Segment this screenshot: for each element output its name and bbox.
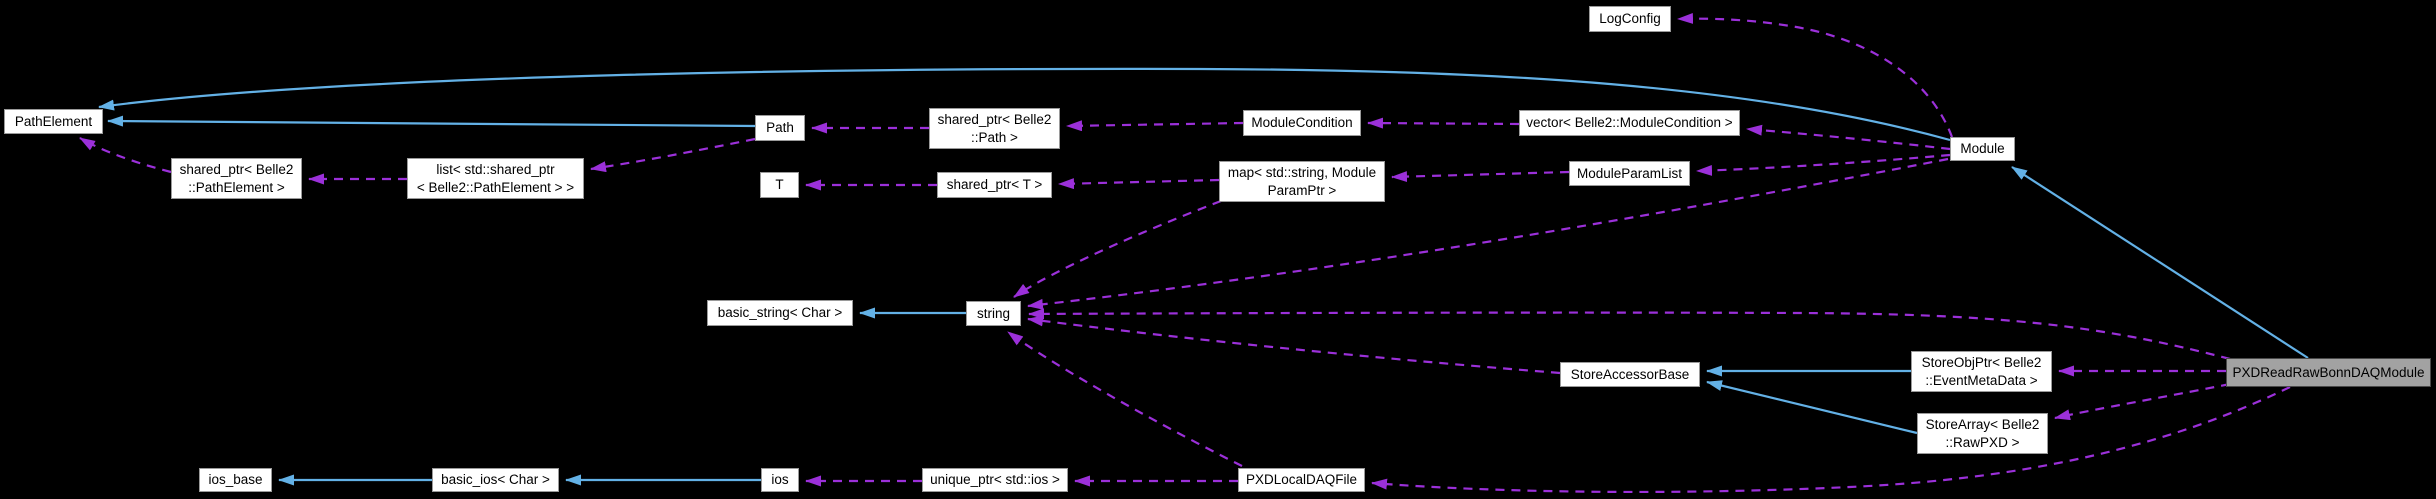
node-storearray[interactable]: StoreArray< Belle2::RawPXD > xyxy=(1917,413,2048,454)
node-label-line: ModuleParamList xyxy=(1576,165,1683,181)
node-label-line: StoreObjPtr< Belle2 xyxy=(1921,354,2042,370)
edge-module-to-string xyxy=(1027,157,1949,310)
node-modulecondition[interactable]: ModuleCondition xyxy=(1243,110,1361,136)
node-pxdreadraw[interactable]: PXDReadRawBonnDAQModule xyxy=(2226,358,2431,387)
node-label-line: vector< Belle2::ModuleCondition > xyxy=(1526,115,1733,130)
edge-moduleparamlist-to-map-param xyxy=(1391,170,1570,183)
node-label-line: T xyxy=(775,177,784,192)
edge-map-param-to-sp-t xyxy=(1058,178,1220,190)
node-vector-mc[interactable]: vector< Belle2::ModuleCondition > xyxy=(1519,110,1740,136)
node-basic-string[interactable]: basic_string< Char > xyxy=(707,300,853,326)
node-label-line: PXDLocalDAQFile xyxy=(1245,472,1358,487)
node-label-line: ParamPtr > xyxy=(1267,182,1337,198)
node-string[interactable]: string xyxy=(966,301,1021,326)
edge-pxdreadraw-to-string xyxy=(1028,308,2231,361)
edge-storeaccessorbase-to-string xyxy=(1027,315,1561,375)
node-label-line: < Belle2::PathElement > > xyxy=(416,179,575,195)
edge-path-to-list-sp-pathelement xyxy=(590,137,756,173)
node-label-line: ios_base xyxy=(208,472,263,487)
edge-storearray-to-storeaccessorbase xyxy=(1706,380,1918,435)
node-logconfig[interactable]: LogConfig xyxy=(1589,6,1671,32)
node-label-line: shared_ptr< T > xyxy=(946,177,1043,192)
edge-module-to-vector-mc xyxy=(1746,124,1951,151)
edge-modulecondition-to-sp-path xyxy=(1066,120,1244,132)
node-label-line: Module xyxy=(1960,141,2005,156)
node-label-line: basic_string< Char > xyxy=(717,305,843,320)
edge-map-param-to-string xyxy=(1013,199,1222,298)
node-sp-pathelement[interactable]: shared_ptr< Belle2::PathElement > xyxy=(171,158,302,199)
edge-vector-mc-to-modulecondition xyxy=(1367,117,1520,129)
node-basic-ios[interactable]: basic_ios< Char > xyxy=(432,468,559,492)
edge-sp-pathelement-to-pathelement xyxy=(79,137,172,174)
node-path[interactable]: Path xyxy=(755,115,805,141)
node-label-line: list< std::shared_ptr xyxy=(436,161,555,177)
node-label-line: PathElement xyxy=(14,113,93,129)
node-label-line: Path xyxy=(766,120,794,135)
node-label-line: StoreArray< Belle2 xyxy=(1925,416,2040,432)
node-sp-path[interactable]: shared_ptr< Belle2::Path > xyxy=(929,108,1060,149)
node-label-line: LogConfig xyxy=(1599,11,1661,26)
node-label-line: unique_ptr< std::ios > xyxy=(930,472,1060,487)
edge-module-to-moduleparamlist xyxy=(1696,153,1951,176)
node-module[interactable]: Module xyxy=(1950,137,2015,161)
node-label-line: ::RawPXD > xyxy=(1945,434,2020,450)
node-label-line: string xyxy=(976,305,1010,321)
node-pathelement[interactable]: PathElement xyxy=(4,109,103,134)
edge-pxdreadraw-to-module xyxy=(2011,166,2309,359)
edge-pxdreadraw-to-pxdlocaldaqfile xyxy=(1371,386,2291,494)
node-label-line: ::EventMetaData > xyxy=(1925,372,2038,388)
edge-module-to-pathelement xyxy=(98,67,1951,142)
node-label-line: shared_ptr< Belle2 xyxy=(179,161,294,177)
node-label-line: ::PathElement > xyxy=(188,179,285,195)
node-storeaccessorbase[interactable]: StoreAccessorBase xyxy=(1560,362,1700,387)
node-ios-base[interactable]: ios_base xyxy=(199,468,272,492)
node-label-line: shared_ptr< Belle2 xyxy=(937,111,1052,127)
node-label-line: ios xyxy=(771,472,789,487)
node-ios[interactable]: ios xyxy=(761,468,799,492)
node-list-sp-pathelement[interactable]: list< std::shared_ptr< Belle2::PathEleme… xyxy=(407,158,584,199)
edge-pxdreadraw-to-storearray xyxy=(2054,382,2231,421)
node-storeobjptr[interactable]: StoreObjPtr< Belle2::EventMetaData > xyxy=(1911,351,2052,392)
node-unique-ptr-ios[interactable]: unique_ptr< std::ios > xyxy=(922,468,1068,492)
node-label-line: basic_ios< Char > xyxy=(441,472,550,487)
node-label-line: ModuleCondition xyxy=(1251,115,1353,130)
node-t[interactable]: T xyxy=(760,172,799,198)
node-sp-t[interactable]: shared_ptr< T > xyxy=(937,172,1052,198)
edge-path-to-pathelement xyxy=(107,115,756,128)
edge-module-to-logconfig xyxy=(1677,12,1954,138)
node-moduleparamlist[interactable]: ModuleParamList xyxy=(1569,161,1690,186)
node-label-line: map< std::string, Module xyxy=(1227,164,1377,180)
node-pxdlocaldaqfile[interactable]: PXDLocalDAQFile xyxy=(1238,468,1365,492)
node-label-line: PXDReadRawBonnDAQModule xyxy=(2232,364,2425,380)
edge-pxdlocaldaqfile-to-string xyxy=(1007,331,1243,467)
node-label-line: StoreAccessorBase xyxy=(1570,366,1690,382)
node-label-line: ::Path > xyxy=(971,129,1018,145)
